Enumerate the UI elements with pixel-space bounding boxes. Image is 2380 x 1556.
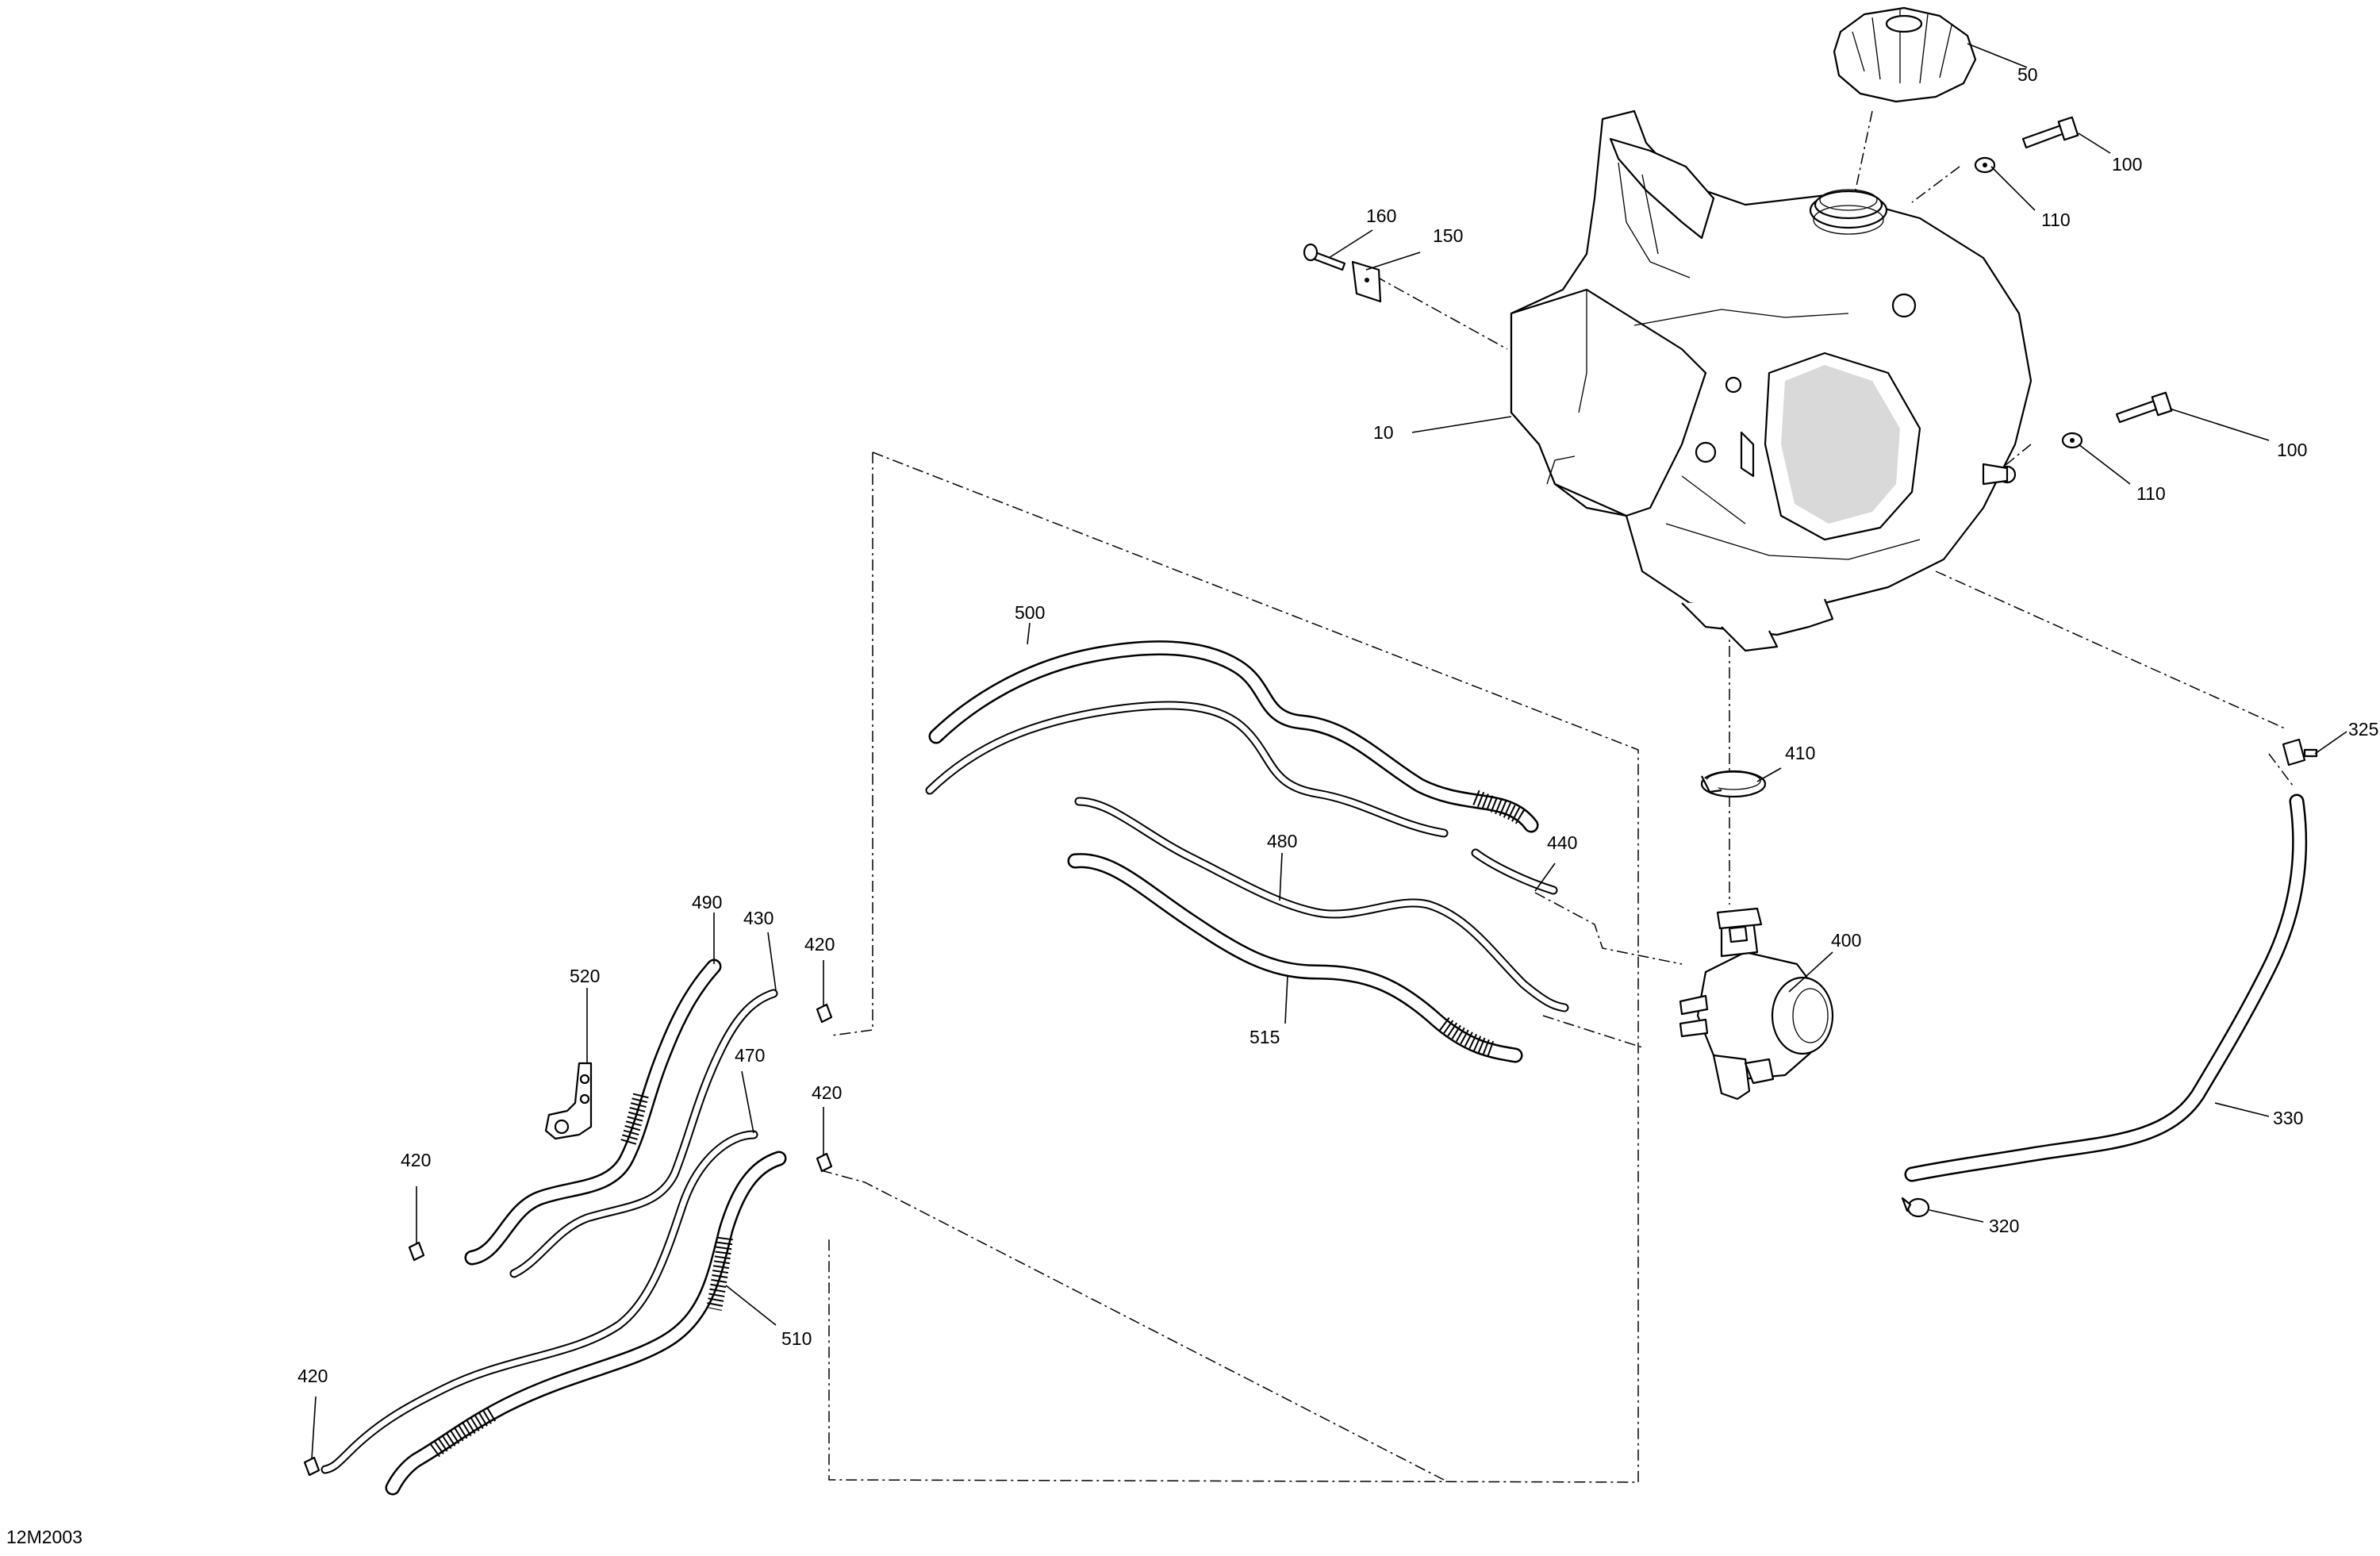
callout-480: 480 <box>1267 831 1297 851</box>
callout-160: 160 <box>1366 206 1396 226</box>
hose-510 <box>385 1151 787 1496</box>
callout-430: 430 <box>743 908 774 928</box>
callout-410: 410 <box>1785 743 1815 763</box>
clip-150 <box>1351 260 1382 303</box>
hose-490 <box>464 959 722 1266</box>
hose-515 <box>1067 853 1523 1063</box>
callout-330: 330 <box>2273 1108 2303 1128</box>
callout-100-upper: 100 <box>2112 154 2142 175</box>
assembly-lines <box>820 110 2294 1483</box>
clamp-420-d <box>303 1456 321 1477</box>
callout-520: 520 <box>570 966 600 986</box>
callout-420-d: 420 <box>298 1366 328 1386</box>
screw-100-upper <box>2021 116 2079 149</box>
hose-500 <box>925 640 1539 838</box>
figure-code: 12M2003 <box>6 1527 83 1547</box>
callout-110-lower: 110 <box>2136 483 2166 504</box>
hose-330 <box>1904 793 2308 1182</box>
filler-cap <box>1833 6 1977 103</box>
callout-420-c: 420 <box>401 1150 431 1170</box>
callout-320: 320 <box>1989 1216 2019 1236</box>
screw-100-lower <box>2115 391 2173 424</box>
callout-420-a: 420 <box>804 934 835 955</box>
hose-430 <box>509 989 778 1278</box>
callout-10: 10 <box>1373 422 1394 443</box>
bracket-520 <box>544 1062 593 1140</box>
callout-110-upper: 110 <box>2041 209 2071 230</box>
callout-500: 500 <box>1015 602 1045 623</box>
callout-labels: 50 100 110 160 150 10 100 110 500 325 41… <box>6 64 2378 1547</box>
washer-110-lower <box>2061 432 2083 449</box>
clamp-420-b <box>816 1152 833 1173</box>
callout-150: 150 <box>1433 225 1463 246</box>
leader-lines <box>311 43 2347 1459</box>
callout-440: 440 <box>1547 832 1577 853</box>
clamp-420-c <box>408 1241 425 1262</box>
callout-470: 470 <box>735 1045 765 1066</box>
fuel-line-480 <box>1074 797 1569 1012</box>
clamp-410 <box>1700 770 1767 798</box>
fitting-325 <box>2282 738 2318 766</box>
screw-160 <box>1303 243 1346 271</box>
washer-110-upper <box>1974 156 1996 174</box>
fuel-pump <box>1679 907 1834 1101</box>
callout-420-b: 420 <box>812 1082 842 1103</box>
callout-400: 400 <box>1831 930 1861 951</box>
callout-50: 50 <box>2017 64 2038 85</box>
callout-100-lower: 100 <box>2277 440 2307 460</box>
callout-490: 490 <box>692 892 722 912</box>
fuel-tank <box>1510 109 2033 652</box>
clamp-320 <box>1901 1197 1930 1218</box>
hose-470 <box>321 1130 758 1474</box>
clamp-420-a <box>816 1003 833 1024</box>
callout-515: 515 <box>1250 1027 1280 1047</box>
callout-325: 325 <box>2348 719 2378 740</box>
callout-510: 510 <box>781 1328 812 1349</box>
